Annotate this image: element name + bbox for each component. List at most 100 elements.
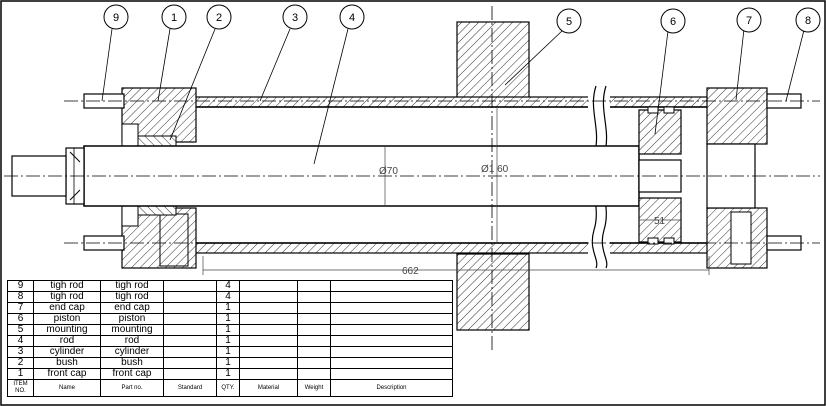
bom-cell-material: [239, 313, 298, 325]
bom-cell-weight: [297, 324, 331, 336]
bom-cell-part-no: end cap: [100, 302, 164, 314]
bom-cell-standard: [163, 346, 217, 358]
svg-text:6: 6: [670, 16, 676, 28]
bom-cell-part-no: rod: [100, 335, 164, 347]
bom-cell-item: 9: [7, 280, 34, 292]
bom-cell-material: [239, 324, 298, 336]
svg-text:1: 1: [171, 12, 177, 24]
bom-cell-item: 2: [7, 357, 34, 369]
bom-cell-material: [239, 346, 298, 358]
bom-cell-material: [239, 357, 298, 369]
bom-cell-weight: [297, 302, 331, 314]
bom-cell-name: rod: [33, 335, 101, 347]
bom-header-cell: Part no.: [100, 379, 164, 397]
dimension-lines: [202, 107, 710, 275]
bom-cell-standard: [163, 291, 217, 303]
balloon-8: 8: [795, 7, 821, 33]
bom-cell-material: [239, 291, 298, 303]
bom-cell-name: bush: [33, 357, 101, 369]
svg-text:4: 4: [349, 12, 355, 24]
bom-cell-description: [330, 313, 453, 325]
bom-cell-item: 1: [7, 368, 34, 380]
bom-cell-description: [330, 302, 453, 314]
bom-cell-weight: [297, 280, 331, 292]
bom-header-cell: QTY.: [216, 379, 240, 397]
bom-cell-name: end cap: [33, 302, 101, 314]
end-cap: [706, 87, 768, 269]
bom-cell-standard: [163, 324, 217, 336]
bom-cell-item: 5: [7, 324, 34, 336]
stroke-length-dimension: 662: [402, 266, 419, 277]
bom-cell-name: piston: [33, 313, 101, 325]
bom-cell-qty: 4: [216, 291, 240, 303]
bom-header-cell: Description: [330, 379, 453, 397]
bom-cell-description: [330, 357, 453, 369]
bom-header-cell: Standard: [163, 379, 217, 397]
bom-cell-part-no: mounting: [100, 324, 164, 336]
balloon-5: 5: [556, 8, 582, 34]
balloon-leaders: [101, 28, 805, 165]
bom-cell-item: 7: [7, 302, 34, 314]
bom-cell-description: [330, 335, 453, 347]
svg-text:8: 8: [805, 15, 811, 27]
bom-cell-standard: [163, 280, 217, 292]
balloon-6: 6: [660, 8, 686, 34]
bom-cell-weight: [297, 346, 331, 358]
bom-cell-material: [239, 368, 298, 380]
bom-cell-standard: [163, 357, 217, 369]
balloon-3: 3: [282, 4, 308, 30]
bore-diameter-dimension: Ø1 60: [481, 164, 509, 175]
piston-width-dimension: 51: [654, 216, 666, 227]
mounting-part: [456, 21, 530, 331]
bom-cell-qty: 1: [216, 346, 240, 358]
bom-cell-weight: [297, 368, 331, 380]
bom-cell-description: [330, 291, 453, 303]
svg-text:7: 7: [746, 15, 752, 27]
centre-lines: [4, 6, 820, 350]
balloon-9: 9: [103, 4, 129, 30]
bom-cell-weight: [297, 291, 331, 303]
bom-cell-standard: [163, 313, 217, 325]
bom-cell-item: 6: [7, 313, 34, 325]
balloon-1: 1: [161, 4, 187, 30]
bom-cell-qty: 4: [216, 280, 240, 292]
bom-cell-part-no: bush: [100, 357, 164, 369]
svg-text:2: 2: [216, 12, 222, 24]
bom-cell-part-no: piston: [100, 313, 164, 325]
bom-cell-weight: [297, 357, 331, 369]
bom-header-cell: Material: [239, 379, 298, 397]
bom-cell-part-no: cylinder: [100, 346, 164, 358]
svg-text:3: 3: [292, 12, 298, 24]
bom-cell-standard: [163, 302, 217, 314]
balloon-7: 7: [736, 7, 762, 33]
bom-cell-standard: [163, 368, 217, 380]
bom-cell-qty: 1: [216, 335, 240, 347]
bom-cell-description: [330, 324, 453, 336]
bom-cell-part-no: tigh rod: [100, 291, 164, 303]
bom-cell-weight: [297, 335, 331, 347]
bom-cell-description: [330, 346, 453, 358]
bom-cell-item: 4: [7, 335, 34, 347]
bom-cell-part-no: tigh rod: [100, 280, 164, 292]
bom-cell-qty: 1: [216, 302, 240, 314]
bom-cell-name: tigh rod: [33, 291, 101, 303]
bom-cell-name: cylinder: [33, 346, 101, 358]
bom-cell-material: [239, 302, 298, 314]
bom-header-cell: Name: [33, 379, 101, 397]
bom-cell-item: 8: [7, 291, 34, 303]
bom-cell-description: [330, 280, 453, 292]
bom-cell-qty: 1: [216, 313, 240, 325]
bom-cell-material: [239, 280, 298, 292]
balloon-4: 4: [339, 4, 365, 30]
rod-diameter-dimension: Ø70: [379, 166, 398, 177]
